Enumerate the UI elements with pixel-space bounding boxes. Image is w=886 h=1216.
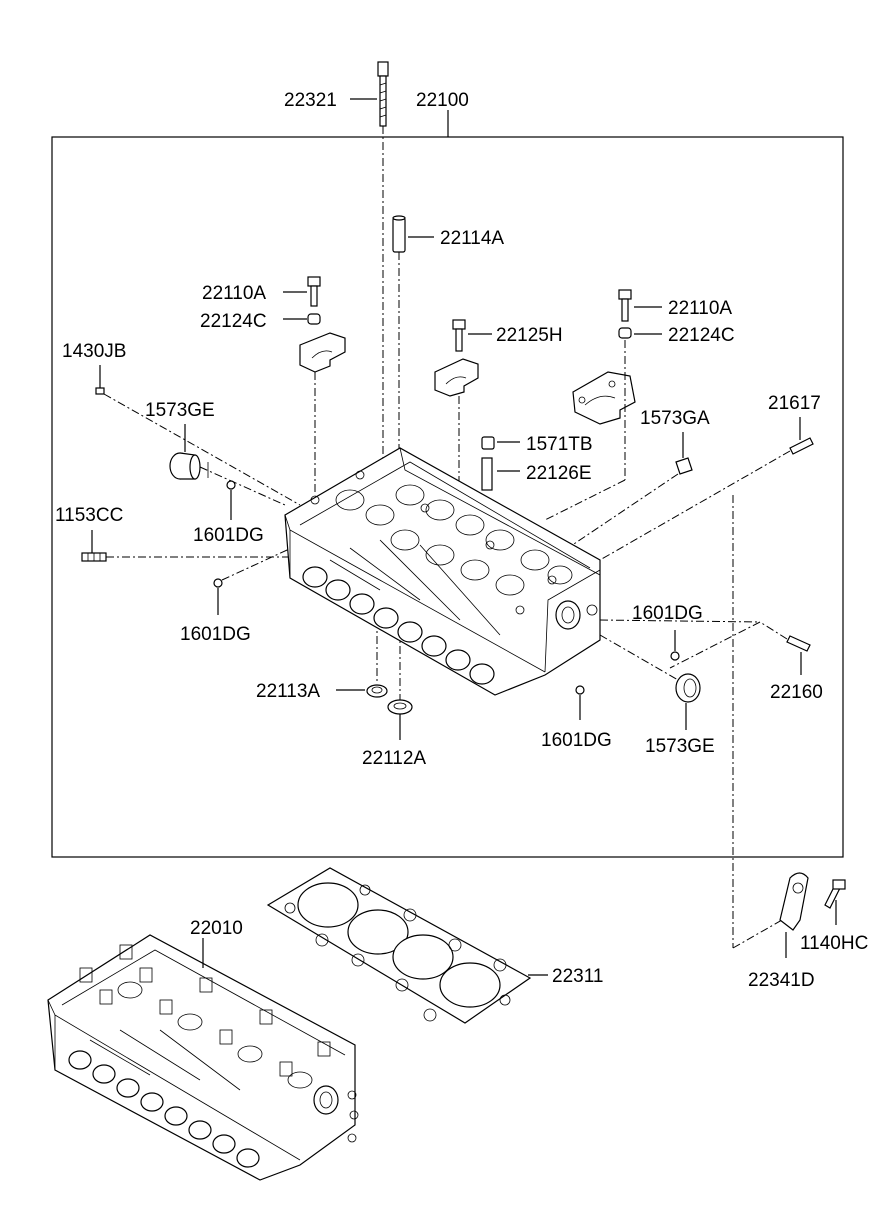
label-1140HC: 1140HC	[800, 933, 868, 954]
seal-22113A[interactable]	[366, 684, 388, 698]
label-1601DG-2: 1601DG	[180, 624, 251, 645]
label-1601DG-3: 1601DG	[632, 603, 703, 624]
label-22341D: 22341D	[748, 970, 815, 991]
label-22125H: 22125H	[496, 325, 563, 346]
label-22126E: 22126E	[526, 463, 592, 484]
label-22110A-right: 22110A	[668, 298, 732, 319]
head-assembly-22010[interactable]	[47, 934, 359, 1181]
seal-22112A[interactable]	[387, 699, 413, 715]
label-1573GA: 1573GA	[640, 408, 710, 429]
cam-cap-middle[interactable]	[434, 358, 479, 397]
bolt-22110A-left[interactable]	[307, 276, 321, 307]
label-1573GE-right: 1573GE	[645, 736, 715, 757]
plug-1573GA[interactable]	[675, 457, 693, 475]
seal-1573GE-right[interactable]	[675, 673, 701, 703]
dowel-1430JB[interactable]	[95, 387, 105, 395]
bolt-22110A-right[interactable]	[618, 289, 632, 322]
dowel-1601DG-1[interactable]	[226, 480, 236, 490]
label-1153CC: 1153CC	[55, 505, 123, 526]
plug-1571TB[interactable]	[481, 436, 495, 450]
cam-cap-left[interactable]	[299, 332, 346, 373]
dowel-1601DG-2[interactable]	[213, 578, 223, 588]
label-22110A-left: 22110A	[202, 283, 266, 304]
front-cam-cap[interactable]	[572, 371, 636, 425]
bolt-1140HC[interactable]	[824, 879, 846, 909]
stud-22160[interactable]	[786, 635, 811, 652]
plug-1573GE-left[interactable]	[169, 452, 201, 480]
bolt-22321[interactable]	[377, 61, 389, 127]
washer-22124C-right[interactable]	[618, 327, 632, 339]
label-22124C-left: 22124C	[200, 311, 267, 332]
label-22112A: 22112A	[362, 748, 426, 769]
bracket-22341D[interactable]	[779, 872, 809, 931]
label-22311: 22311	[552, 966, 603, 987]
cylinder-head[interactable]	[284, 447, 601, 696]
dowel-1601DG-4[interactable]	[575, 685, 585, 695]
label-22113A: 22113A	[256, 681, 320, 702]
label-22100: 22100	[416, 90, 469, 111]
label-22321: 22321	[284, 90, 337, 111]
label-1571TB: 1571TB	[526, 434, 593, 455]
stud-1153CC[interactable]	[81, 552, 107, 562]
label-22114A: 22114A	[440, 228, 504, 249]
pin-22126E[interactable]	[481, 457, 493, 491]
label-1601DG-4: 1601DG	[541, 730, 612, 751]
pin-22114A[interactable]	[392, 215, 406, 253]
dowel-1601DG-3[interactable]	[670, 651, 680, 661]
label-22124C-right: 22124C	[668, 325, 735, 346]
label-21617: 21617	[768, 393, 821, 414]
label-1430JB: 1430JB	[62, 341, 126, 362]
stud-21617[interactable]	[789, 437, 814, 455]
label-22010: 22010	[190, 918, 243, 939]
head-gasket-22311[interactable]	[266, 867, 532, 1024]
bolt-22125H[interactable]	[452, 319, 466, 352]
label-1573GE-left: 1573GE	[145, 400, 215, 421]
label-22160: 22160	[770, 682, 823, 703]
label-1601DG-1: 1601DG	[193, 525, 264, 546]
washer-22124C-left[interactable]	[307, 313, 321, 325]
